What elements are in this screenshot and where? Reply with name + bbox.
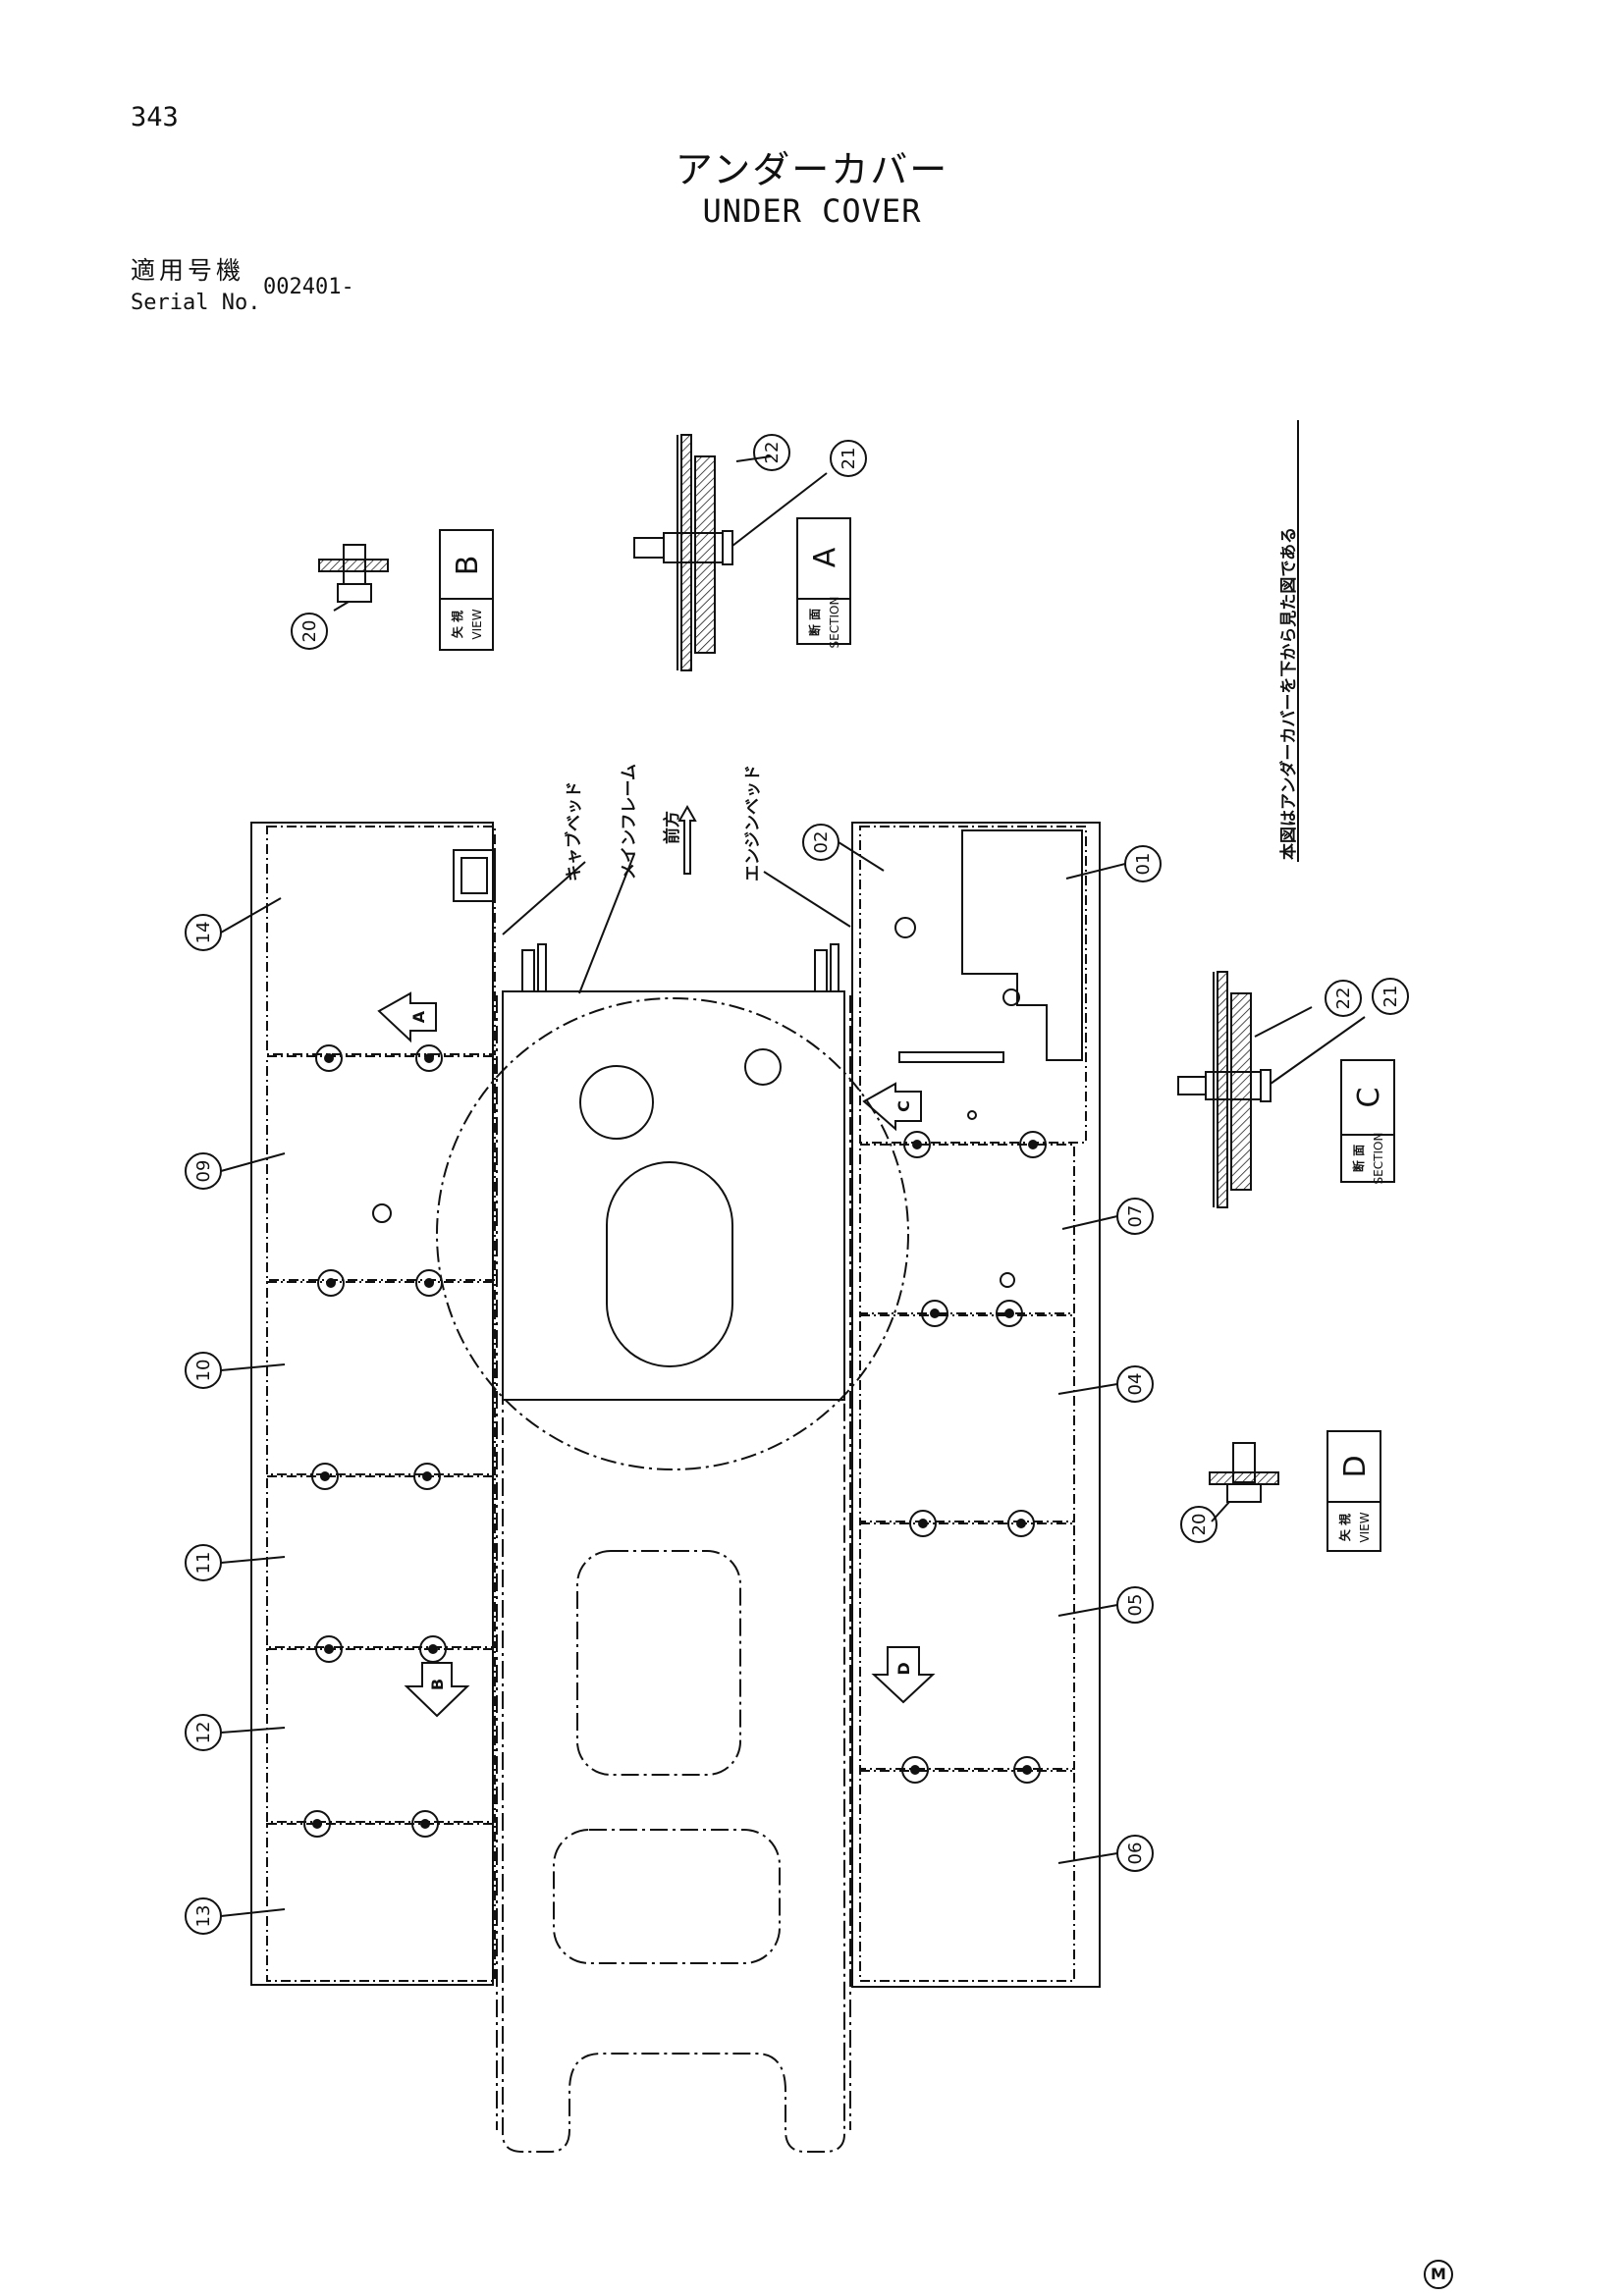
section-c-ja: 断 面 <box>1351 1145 1366 1172</box>
view-arrow-d-letter: D <box>894 1662 913 1675</box>
title-japanese: アンダーカバー <box>675 148 949 191</box>
part-22-c: 22 <box>1333 988 1354 1010</box>
part-21-c: 21 <box>1380 986 1401 1008</box>
part-leaders <box>220 841 1126 1917</box>
serial-label-japanese: 適用号機 <box>131 256 245 285</box>
view-arrow-a <box>377 991 437 1043</box>
part-10: 10 <box>193 1360 214 1382</box>
engine-bed-label: エンジンベッド <box>743 765 763 881</box>
section-a-en: SECTION <box>828 597 841 649</box>
view-b-en: VIEW <box>470 609 484 639</box>
view-d-letter: D <box>1338 1455 1373 1477</box>
frame-hole-small <box>744 1048 782 1086</box>
main-frame-label: メインフレーム <box>620 764 639 880</box>
view-b-ja: 矢 視 <box>450 611 464 638</box>
view-arrow-c-letter: C <box>894 1100 913 1112</box>
left-cover-fasteners <box>303 1044 447 1838</box>
part-04: 04 <box>1125 1373 1146 1396</box>
frame-center-opening <box>606 1161 733 1367</box>
part-13: 13 <box>193 1905 214 1928</box>
main-frame-outline <box>496 991 851 2153</box>
part-numbers: 14 09 10 11 12 13 01 02 07 04 05 06 20 2… <box>193 442 1401 1928</box>
part-07: 07 <box>1125 1205 1146 1228</box>
section-a-label-box <box>796 517 851 645</box>
section-c-label-box <box>1340 1059 1395 1183</box>
right-cover-assembly <box>851 822 1101 1988</box>
section-a-letter: A <box>808 547 842 567</box>
view-arrow-a-letter: A <box>409 1010 428 1023</box>
cab-bed-label: キャブベッド <box>564 781 584 881</box>
section-a-ja: 断 面 <box>807 609 822 636</box>
view-arrow-b-letter: B <box>428 1679 447 1690</box>
view-d-detail <box>1209 1442 1279 1522</box>
view-arrow-d <box>871 1646 936 1704</box>
front-arrow-icon <box>677 804 697 875</box>
front-label: 前方 <box>662 811 682 844</box>
view-b-detail <box>318 544 389 612</box>
part-09: 09 <box>193 1160 214 1183</box>
serial-label-english: Serial No. <box>131 291 261 315</box>
view-arrow-b <box>404 1662 470 1718</box>
part-20-d: 20 <box>1189 1514 1210 1536</box>
main-frame-top-plate <box>502 990 845 1401</box>
view-d-label-box <box>1326 1430 1381 1552</box>
title-english: UNDER COVER <box>702 192 922 230</box>
part-02: 02 <box>811 831 832 854</box>
section-c-en: SECTION <box>1372 1133 1385 1185</box>
view-b-label-box <box>439 529 494 651</box>
frame-hole-large <box>579 1065 654 1140</box>
section-c-detail <box>1177 971 1366 1208</box>
part-06: 06 <box>1125 1842 1146 1865</box>
bottom-view-note: 本図はアンダーカバーを下から見た図である <box>1278 527 1299 860</box>
part-01: 01 <box>1133 853 1154 876</box>
part-21-a: 21 <box>839 448 859 470</box>
swing-circle <box>436 997 909 1470</box>
view-d-en: VIEW <box>1358 1512 1372 1542</box>
part-12: 12 <box>193 1722 214 1744</box>
frame-lower-opening-2 <box>553 1829 781 1964</box>
part-22-a: 22 <box>762 442 783 464</box>
part-11: 11 <box>193 1552 214 1575</box>
part-14: 14 <box>193 922 214 944</box>
frame-lower-opening-1 <box>576 1550 741 1776</box>
page-number: 343 <box>131 102 179 133</box>
part-20-b: 20 <box>299 620 320 643</box>
section-a-detail <box>633 434 828 671</box>
part-05: 05 <box>1125 1594 1146 1617</box>
right-cover-fasteners <box>901 1131 1047 1784</box>
serial-number-value: 002401- <box>263 275 354 299</box>
view-b-letter: B <box>451 556 485 576</box>
view-d-ja: 矢 視 <box>1337 1514 1352 1541</box>
section-c-letter: C <box>1352 1088 1386 1108</box>
view-arrow-c <box>862 1082 922 1132</box>
footer-mark: M <box>1424 2260 1453 2289</box>
left-cover-assembly <box>250 822 496 1986</box>
